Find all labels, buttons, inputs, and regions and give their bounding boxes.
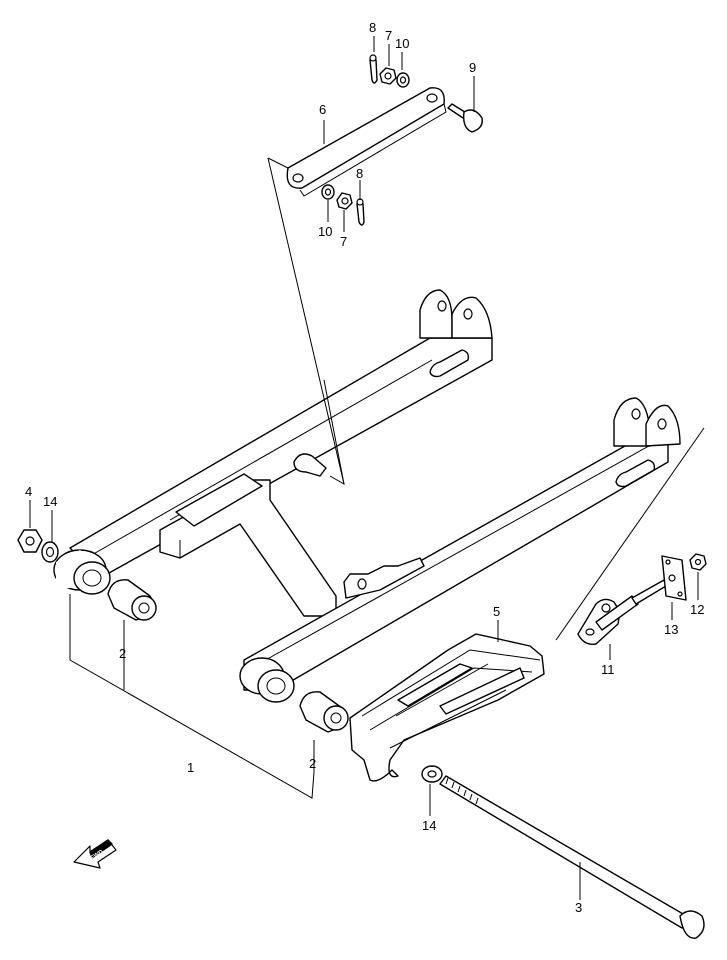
cotter-pin-top[interactable] — [369, 54, 378, 84]
label-7-top: 7 — [385, 28, 392, 43]
label-6: 6 — [319, 102, 326, 117]
label-9: 9 — [469, 60, 476, 75]
label-2-left: 2 — [119, 646, 126, 661]
chain-adjuster[interactable] — [577, 579, 667, 645]
label-1: 1 — [187, 760, 194, 775]
label-8-lower: 8 — [356, 166, 363, 181]
pivot-shaft[interactable] — [439, 775, 705, 939]
label-2-right: 2 — [309, 756, 316, 771]
adjuster-plate[interactable] — [661, 555, 687, 601]
label-7-lower: 7 — [340, 234, 347, 249]
bushing-right[interactable] — [299, 691, 349, 733]
adjuster-nut[interactable] — [689, 553, 707, 571]
leader-lines — [29, 36, 705, 900]
nut-lower[interactable] — [336, 192, 353, 210]
label-14-lower: 14 — [422, 818, 436, 833]
label-11: 11 — [601, 662, 615, 677]
label-14-left: 14 — [43, 494, 57, 509]
label-10-top: 10 — [395, 36, 409, 51]
pivot-nut[interactable] — [17, 529, 43, 553]
link-bolt[interactable] — [447, 103, 483, 133]
chain-guide[interactable] — [349, 633, 545, 782]
label-8-top: 8 — [369, 20, 376, 35]
forward-arrow-icon: FWD — [73, 839, 117, 869]
label-13: 13 — [664, 622, 678, 637]
label-4: 4 — [25, 484, 32, 499]
swingarm[interactable] — [53, 289, 681, 703]
nut-top[interactable] — [379, 67, 397, 85]
pivot-washer-lower[interactable] — [421, 765, 443, 783]
callout-labels: 8 7 10 9 6 8 10 7 4 14 2 5 11 13 12 1 2 … — [25, 20, 704, 915]
shock-mount-bolt[interactable] — [293, 453, 327, 477]
label-5: 5 — [493, 604, 500, 619]
washer-lower[interactable] — [321, 184, 335, 200]
label-3: 3 — [575, 900, 582, 915]
pivot-washer-left[interactable] — [41, 541, 59, 563]
torque-link-plate[interactable] — [286, 87, 447, 197]
cotter-pin-lower[interactable] — [356, 198, 365, 226]
bushing-left[interactable] — [107, 579, 157, 621]
label-12: 12 — [690, 602, 704, 617]
washer-top[interactable] — [396, 72, 410, 88]
label-10-lower: 10 — [318, 224, 332, 239]
